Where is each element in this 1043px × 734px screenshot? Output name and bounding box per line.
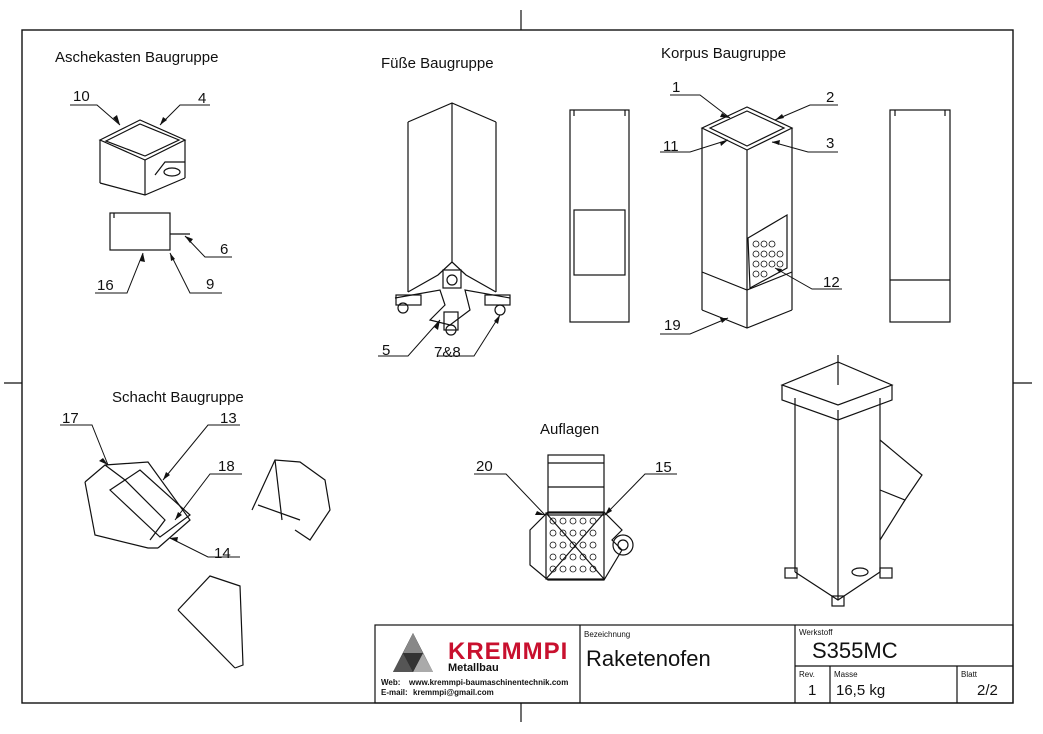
- section-title-aschekasten: Aschekasten Baugruppe: [55, 49, 219, 66]
- email-link[interactable]: kremmpi@gmail.com: [413, 688, 494, 697]
- section-title-fuesse: Füße Baugruppe: [381, 55, 494, 72]
- assembly-iso: [780, 355, 923, 607]
- part-number: 19: [664, 317, 681, 334]
- part-number: 14: [214, 545, 231, 562]
- bezeichnung-label: Bezeichnung: [584, 630, 631, 639]
- part-number: 10: [73, 88, 90, 105]
- body-iso: [700, 106, 794, 329]
- part-number: 7&8: [434, 344, 461, 361]
- section-title-schacht: Schacht Baugruppe: [112, 389, 244, 406]
- masse-value: 16,5 kg: [836, 682, 886, 699]
- grate-view: [529, 454, 634, 581]
- feet-side-view: [569, 109, 630, 323]
- part-number: 16: [97, 277, 114, 294]
- chute-view-2: [251, 459, 331, 541]
- ash-box-iso: [98, 119, 187, 196]
- blatt-value: 2/2: [977, 682, 998, 699]
- bezeichnung-value: Raketenofen: [586, 646, 711, 671]
- part-number: 18: [218, 458, 235, 475]
- title-block-frame: [374, 624, 1014, 704]
- section-title-korpus: Korpus Baugruppe: [661, 45, 787, 62]
- part-number: 11: [663, 138, 679, 155]
- part-number: 5: [382, 342, 391, 359]
- company-subtitle: Metallbau: [448, 662, 499, 674]
- blatt-label: Blatt: [961, 670, 978, 679]
- chute-iso: [84, 461, 191, 549]
- company-name: KREMMPI: [448, 638, 569, 665]
- part-number: 15: [655, 459, 672, 476]
- part-number: 20: [476, 458, 493, 475]
- part-number: 6: [220, 241, 229, 258]
- part-number: 2: [826, 89, 835, 106]
- part-number: 1: [672, 79, 681, 96]
- leader-lines: [60, 94, 842, 558]
- part-number: 17: [62, 410, 79, 427]
- leader-arrows: [99, 113, 784, 542]
- logo-triangle-icon: [393, 633, 433, 672]
- werkstoff-value: S355MC: [812, 638, 898, 663]
- part-number: 13: [220, 410, 237, 427]
- werkstoff-label: Werkstoff: [799, 628, 833, 637]
- ash-box-side: [109, 212, 190, 251]
- masse-label: Masse: [834, 670, 858, 679]
- part-number: 12: [823, 274, 840, 291]
- chute-plate: [177, 575, 244, 669]
- email-label: E-mail:: [381, 688, 408, 697]
- web-label: Web:: [381, 678, 401, 687]
- section-title-auflagen: Auflagen: [540, 421, 600, 438]
- feet-front-view: [394, 102, 511, 336]
- part-number: 9: [206, 276, 215, 293]
- rev-value: 1: [808, 682, 817, 699]
- drawing-frame: [21, 29, 1014, 704]
- part-number: 3: [826, 135, 835, 152]
- rev-label: Rev.: [799, 670, 815, 679]
- web-link[interactable]: www.kremmpi-baumaschinentechnik.com: [409, 678, 569, 687]
- body-side-view: [889, 109, 951, 323]
- part-number: 4: [198, 90, 207, 107]
